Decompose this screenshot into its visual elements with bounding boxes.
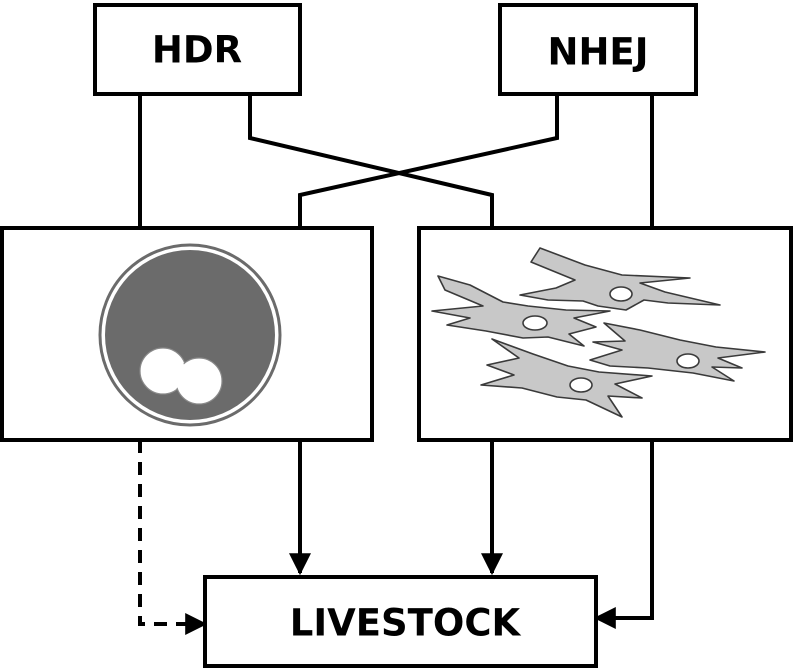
zygote-icon (98, 243, 282, 427)
livestock-node: LIVESTOCK (203, 575, 598, 668)
hdr-to-right-panel-line (248, 94, 494, 228)
cell-a (519, 247, 721, 311)
livestock-label: LIVESTOCK (290, 602, 522, 645)
left-panel-to-livestock-dashed-arrow (138, 440, 208, 635)
nhej-label: NHEJ (548, 31, 649, 74)
hdr-node: HDR (93, 3, 302, 96)
nhej-to-left-panel-line (298, 94, 559, 228)
cell-c (589, 322, 766, 382)
cell-b (431, 275, 611, 347)
right-panel-side-to-livestock-arrow (593, 440, 654, 629)
somatic-cells-icon (431, 247, 766, 418)
cell-d (480, 338, 653, 418)
nhej-node: NHEJ (498, 3, 698, 96)
hdr-label: HDR (152, 29, 242, 72)
left-panel (0, 226, 374, 442)
bottom-connectors (138, 440, 654, 635)
top-connectors (138, 94, 654, 228)
right-panel (417, 226, 793, 442)
